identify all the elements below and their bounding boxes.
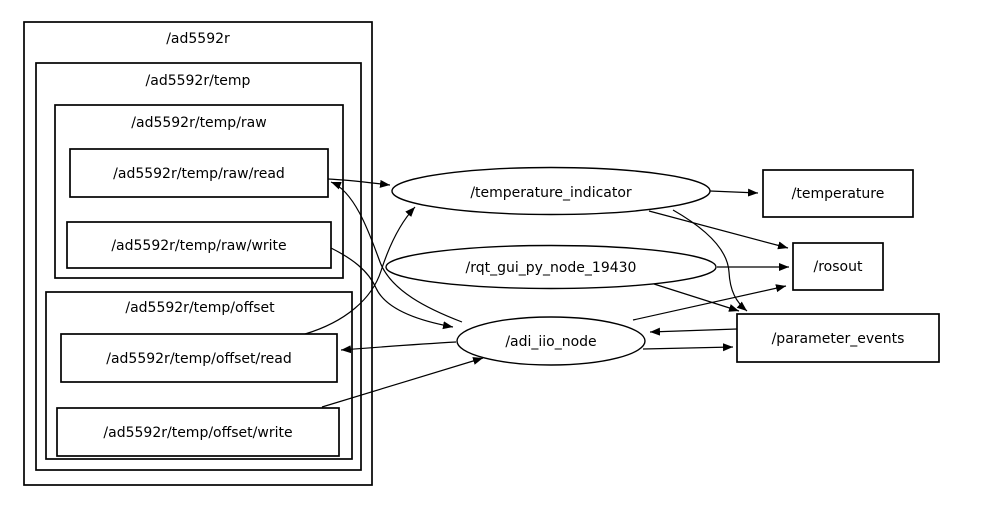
topic-box-temperature [762, 169, 914, 218]
namespace-label-ad5592r-temp-offset: /ad5592r/temp/offset [125, 300, 275, 316]
graph-labels: /ad5592r /ad5592r/temp /ad5592r/temp/raw… [103, 31, 904, 441]
namespace-label-ad5592r-temp-raw: /ad5592r/temp/raw [131, 115, 266, 131]
edge-offset-read-to-temperature-indicator [304, 206, 416, 335]
topic-label-raw-write: /ad5592r/temp/raw/write [111, 238, 286, 254]
edge-raw-write-to-adi-iio-node [330, 247, 454, 330]
topic-box-offset-read [60, 333, 338, 383]
topic-box-raw-read [69, 148, 329, 198]
node-ellipses [385, 166, 717, 366]
edge-adi-iio-node-to-rosout [632, 284, 787, 321]
topic-label-offset-read: /ad5592r/temp/offset/read [106, 351, 291, 367]
topic-box-rosout [792, 242, 884, 291]
node-label-temperature-indicator: /temperature_indicator [470, 185, 632, 201]
topic-label-raw-read: /ad5592r/temp/raw/read [113, 166, 285, 182]
edge-temperature-indicator-to-parameter-events [672, 209, 748, 312]
namespace-label-ad5592r-temp: /ad5592r/temp [146, 73, 251, 89]
edge-adi-iio-node-to-raw-read [330, 181, 463, 323]
edge-temperature-indicator-to-temperature [709, 188, 759, 197]
topic-label-offset-write: /ad5592r/temp/offset/write [103, 425, 292, 441]
namespace-label-ad5592r: /ad5592r [166, 31, 230, 47]
edge-raw-read-to-temperature-indicator [327, 178, 391, 188]
topic-label-parameter-events: /parameter_events [772, 331, 905, 347]
topic-boxes-left [56, 148, 340, 457]
topic-boxes-right [736, 169, 940, 363]
graph-edges [304, 178, 789, 408]
edge-adi-iio-node-to-offset-read [340, 341, 457, 354]
node-ellipse-rqt-gui-py-node [385, 244, 717, 290]
node-ellipse-adi-iio-node [456, 316, 646, 366]
edge-adi-iio-node-to-parameter-events [642, 343, 734, 352]
topic-box-raw-write [66, 221, 332, 269]
edge-offset-write-to-adi-iio-node [321, 357, 484, 408]
topic-label-rosout: /rosout [814, 259, 863, 275]
topic-box-parameter-events [736, 313, 940, 363]
edge-rqt-gui-to-parameter-events [653, 283, 740, 312]
edge-parameter-events-to-adi-iio-node [649, 327, 738, 336]
node-ellipse-temperature-indicator [391, 166, 711, 216]
edge-temperature-indicator-to-rosout [648, 210, 789, 250]
topic-label-temperature: /temperature [792, 186, 885, 202]
node-label-rqt-gui-py-node: /rqt_gui_py_node_19430 [466, 260, 637, 276]
topic-box-offset-write [56, 407, 340, 457]
node-label-adi-iio-node: /adi_iio_node [505, 334, 596, 350]
